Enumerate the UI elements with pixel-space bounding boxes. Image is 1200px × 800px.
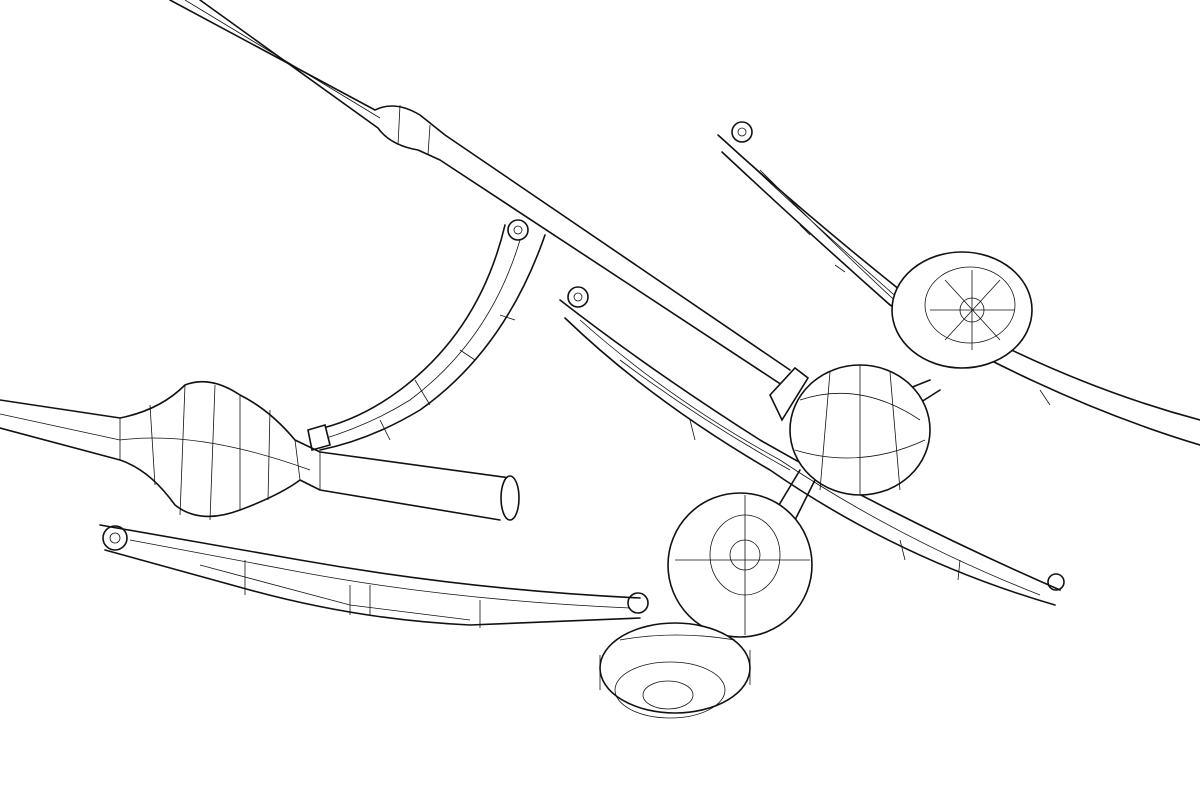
- leaf-spring-middle: [559, 286, 1065, 606]
- brake-drum-right-upper: [891, 251, 1033, 369]
- drive-shaft: [169, 0, 810, 422]
- brake-drum-bottom: [599, 622, 751, 719]
- differential: [789, 364, 931, 496]
- brake-drum-middle: [667, 492, 813, 638]
- leaf-spring-bottom: [99, 524, 649, 628]
- leaf-spring-upper-left: [307, 219, 546, 452]
- axle-housing: [0, 380, 520, 521]
